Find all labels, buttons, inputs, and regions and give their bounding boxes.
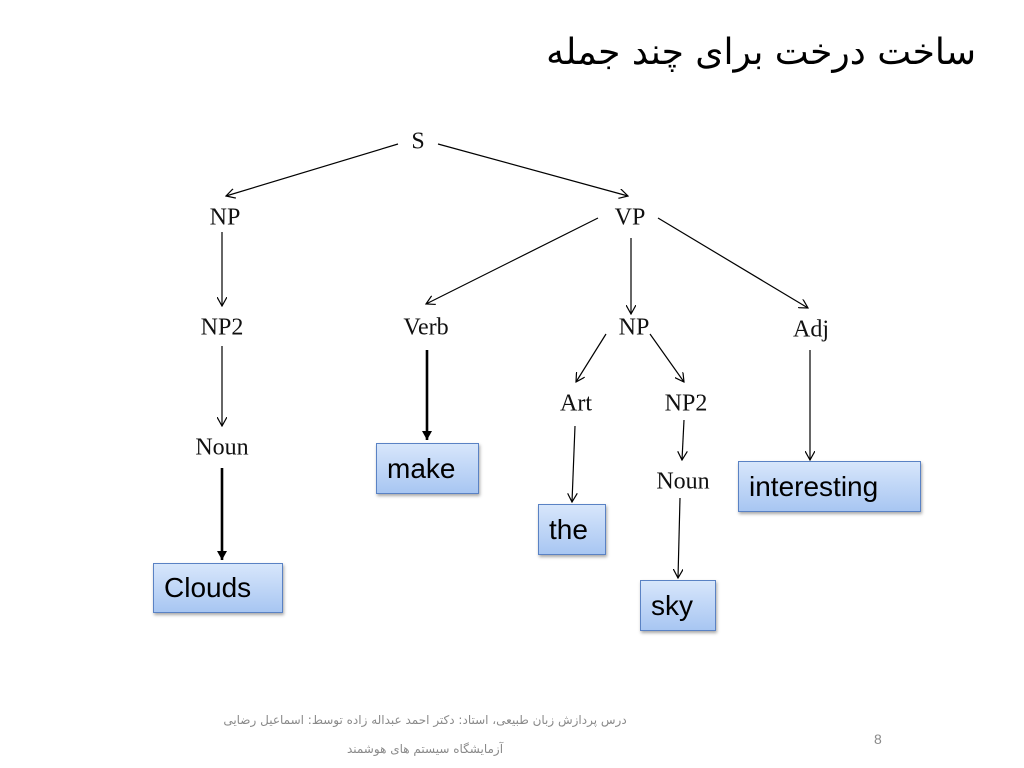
- node-art: Art: [560, 390, 592, 417]
- node-np-right: NP: [618, 314, 650, 341]
- footer-lab-line: آزمایشگاه سیستم های هوشمند: [346, 742, 504, 756]
- leaf-the: the: [538, 504, 606, 555]
- node-np: NP: [209, 204, 241, 231]
- edge-vp-verb: [426, 217, 599, 304]
- slide-title: ساخت درخت برای چند جمله: [546, 32, 976, 73]
- footer-course-line: درس پردازش زبان طبیعی، استاد: دکتر احمد …: [223, 713, 627, 727]
- edge-s-vp: [437, 143, 628, 196]
- page-number: 8: [874, 731, 882, 747]
- node-vp: VP: [614, 204, 646, 231]
- leaf-sky: sky: [640, 580, 716, 631]
- leaf-clouds: Clouds: [153, 563, 283, 613]
- edge-np-np2-right: [649, 333, 684, 382]
- edge-np2-noun-right: [682, 419, 684, 460]
- node-s: S: [411, 128, 425, 155]
- leaf-make: make: [376, 443, 479, 494]
- edge-np-art: [576, 333, 607, 382]
- node-adj: Adj: [793, 316, 829, 343]
- node-np2-left: NP2: [200, 314, 244, 341]
- node-np2-right: NP2: [664, 390, 708, 417]
- node-noun-right: Noun: [656, 468, 710, 495]
- node-verb: Verb: [403, 314, 449, 341]
- edge-vp-adj: [657, 217, 808, 308]
- edge-s-np: [226, 143, 399, 196]
- leaf-interesting: interesting: [738, 461, 921, 512]
- node-noun-left: Noun: [195, 434, 249, 461]
- edge-noun-sky: [678, 497, 680, 578]
- edge-art-the: [572, 425, 575, 502]
